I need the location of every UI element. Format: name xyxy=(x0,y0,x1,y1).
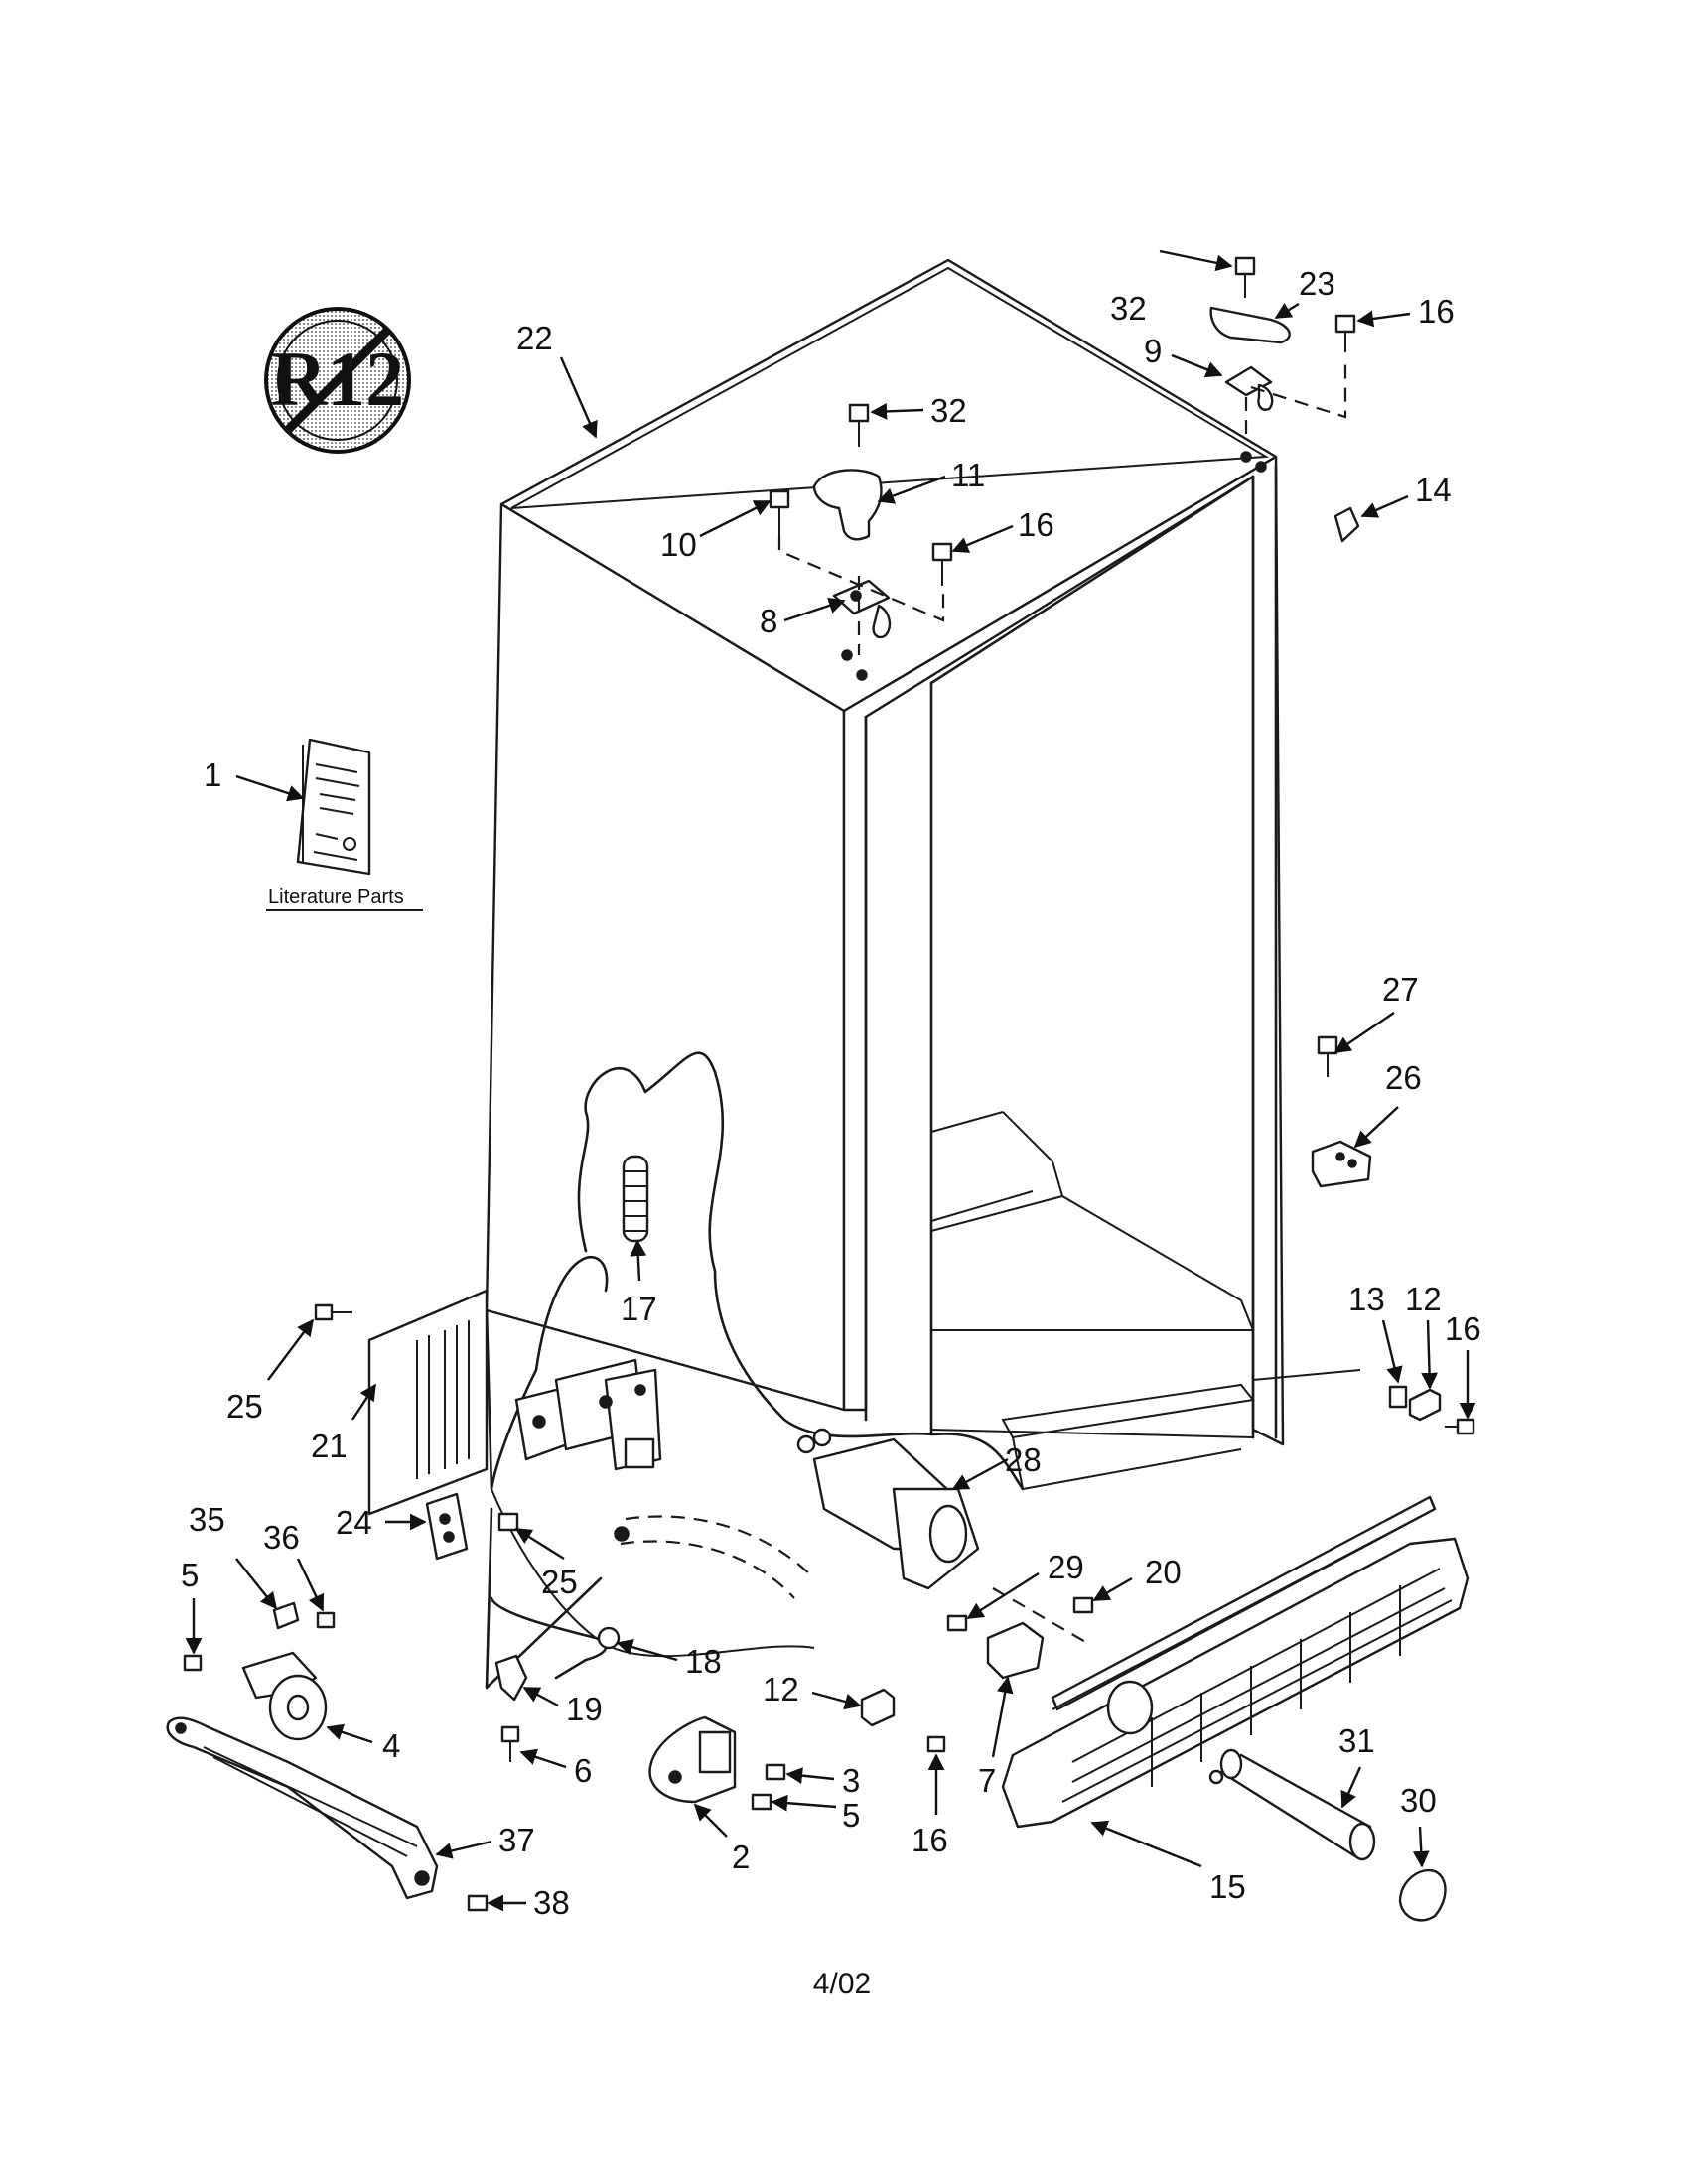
screw-27 xyxy=(1317,1035,1338,1077)
callout-32b: 32 xyxy=(1110,290,1147,327)
date-code: 4/02 xyxy=(813,1968,871,2000)
bracket-24 xyxy=(425,1492,469,1561)
callout-15: 15 xyxy=(1209,1868,1246,1905)
callout-3: 3 xyxy=(842,1762,860,1799)
spacer-35 xyxy=(272,1601,300,1630)
callout-16c: 16 xyxy=(1445,1310,1481,1347)
callout-28: 28 xyxy=(1005,1441,1042,1478)
hinge-cover-11 xyxy=(812,469,883,541)
callout-31: 31 xyxy=(1338,1722,1375,1759)
bracket-12-right xyxy=(1408,1388,1442,1422)
screw-16-lower-right xyxy=(1445,1418,1475,1435)
callout-27: 27 xyxy=(1382,971,1419,1008)
callout-19: 19 xyxy=(566,1691,603,1727)
clamp-19 xyxy=(494,1654,528,1702)
callout-30: 30 xyxy=(1400,1782,1437,1819)
condenser-coil xyxy=(622,1155,649,1243)
callout-5a: 5 xyxy=(181,1557,199,1593)
screw-6 xyxy=(500,1725,520,1762)
callout-25a: 25 xyxy=(226,1388,263,1425)
clip-7 xyxy=(986,1621,1045,1680)
callout-1: 1 xyxy=(204,756,221,793)
callout-14: 14 xyxy=(1415,472,1452,508)
callout-arrows xyxy=(185,249,1476,1912)
top-hinge-8 xyxy=(832,579,892,639)
screw-25-left xyxy=(314,1303,352,1321)
callout-8: 8 xyxy=(760,603,777,639)
callout-26: 26 xyxy=(1385,1059,1422,1096)
screw-29 xyxy=(946,1614,968,1632)
callout-12b: 12 xyxy=(1405,1281,1442,1317)
callout-21: 21 xyxy=(311,1428,348,1464)
callout-23: 23 xyxy=(1299,265,1335,302)
screw-36 xyxy=(316,1611,336,1629)
toe-grille-15 xyxy=(1001,1495,1470,1829)
screw-3 xyxy=(765,1763,786,1781)
screw-32-center xyxy=(848,403,870,447)
callout-17: 17 xyxy=(621,1291,657,1327)
callout-12a: 12 xyxy=(763,1671,799,1707)
screw-5-left xyxy=(183,1654,203,1672)
callout-16a: 16 xyxy=(1018,506,1054,543)
callout-6: 6 xyxy=(574,1752,592,1789)
callout-25b: 25 xyxy=(541,1564,578,1600)
screw-16-center xyxy=(931,542,953,586)
screw-20 xyxy=(1072,1596,1094,1614)
rear-access-panel xyxy=(367,1289,489,1516)
screw-38 xyxy=(467,1894,489,1912)
callout-10: 10 xyxy=(660,526,697,563)
callout-5b: 5 xyxy=(842,1797,860,1834)
callout-24: 24 xyxy=(336,1504,372,1541)
callout-20: 20 xyxy=(1145,1554,1182,1590)
callout-16b: 16 xyxy=(1418,293,1455,330)
literature-booklet xyxy=(296,738,371,876)
drain-tube-18 xyxy=(490,1596,608,1680)
screw-16-center-low xyxy=(926,1735,946,1753)
callout-11: 11 xyxy=(951,457,985,493)
callout-35: 35 xyxy=(189,1501,225,1538)
clip-14 xyxy=(1333,506,1360,543)
callout-16d: 16 xyxy=(912,1822,948,1858)
callout-38: 38 xyxy=(533,1884,570,1921)
hinge-cover-23 xyxy=(1209,306,1291,344)
roller-assembly-4 xyxy=(241,1651,328,1741)
literature-parts-label: Literature Parts xyxy=(268,887,404,908)
screw-5-center xyxy=(751,1793,772,1811)
callout-37: 37 xyxy=(498,1822,535,1858)
callout-7: 7 xyxy=(978,1762,996,1799)
screw-32-right xyxy=(1234,256,1256,298)
callout-22: 22 xyxy=(516,320,553,356)
leveling-leg-37 xyxy=(166,1716,439,1900)
callout-9: 9 xyxy=(1144,333,1162,369)
callout-numbers: 1 22 32 11 10 16 8 32 23 9 16 14 27 26 1… xyxy=(181,265,1481,1921)
screw-16-right xyxy=(1334,314,1356,352)
top-hinge-9 xyxy=(1224,365,1274,411)
screw-25-lower xyxy=(497,1512,519,1532)
filter-cap-30 xyxy=(1398,1868,1447,1922)
callout-18: 18 xyxy=(685,1643,722,1680)
callout-32a: 32 xyxy=(930,392,967,429)
screw-10 xyxy=(769,489,790,536)
bracket-12-center xyxy=(860,1688,896,1727)
shim-13 xyxy=(1388,1385,1408,1409)
callout-36: 36 xyxy=(263,1519,300,1556)
refrigerator-cabinet xyxy=(367,258,1361,1690)
water-valve-28 xyxy=(796,1428,980,1590)
callout-29: 29 xyxy=(1048,1549,1084,1585)
callout-13: 13 xyxy=(1348,1281,1385,1317)
no-r12-badge: R12 xyxy=(264,307,411,454)
water-filter-31 xyxy=(1208,1748,1376,1861)
callout-4: 4 xyxy=(382,1727,400,1764)
hinge-bracket-26 xyxy=(1311,1140,1372,1188)
callout-2: 2 xyxy=(732,1839,750,1875)
